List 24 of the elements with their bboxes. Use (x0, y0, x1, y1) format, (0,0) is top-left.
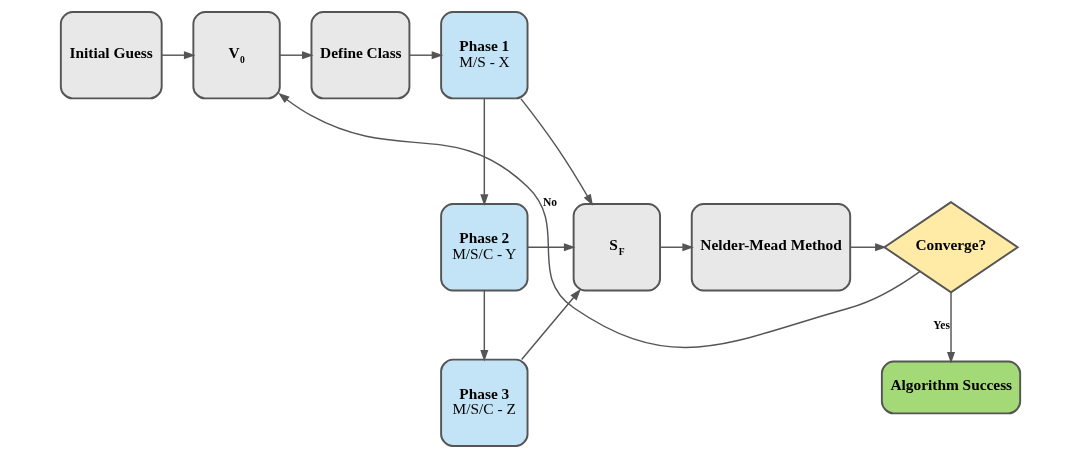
arrow (520, 98, 594, 206)
node-box: Algorithm Success (880, 360, 1022, 415)
node-box: Phase 3 M/S/C - Z (440, 358, 529, 447)
arrow (480, 289, 489, 362)
edge-label: Yes (933, 318, 950, 331)
arrow (946, 291, 956, 364)
arrow (849, 243, 887, 252)
edge-label: No (542, 195, 557, 208)
node-box: Nelder-Mead Method (690, 203, 852, 292)
node-box: V$_{0}$ (192, 11, 281, 100)
arrow (408, 51, 444, 60)
arrow (161, 51, 196, 60)
arrow (278, 92, 921, 349)
node-box: Phase 1 M/S - X (440, 11, 529, 100)
node-box: S$_{F}$ (572, 203, 661, 292)
node-box: Define Class (310, 11, 411, 100)
node-diamond: Converge? (882, 200, 1020, 294)
node-box: Initial Guess (59, 11, 163, 100)
arrow (659, 243, 694, 252)
arrow (526, 243, 576, 252)
node-box: Phase 2 M/S/C - Y (440, 203, 529, 292)
arrow (480, 97, 489, 206)
arrow (520, 288, 581, 361)
arrow (279, 51, 314, 60)
